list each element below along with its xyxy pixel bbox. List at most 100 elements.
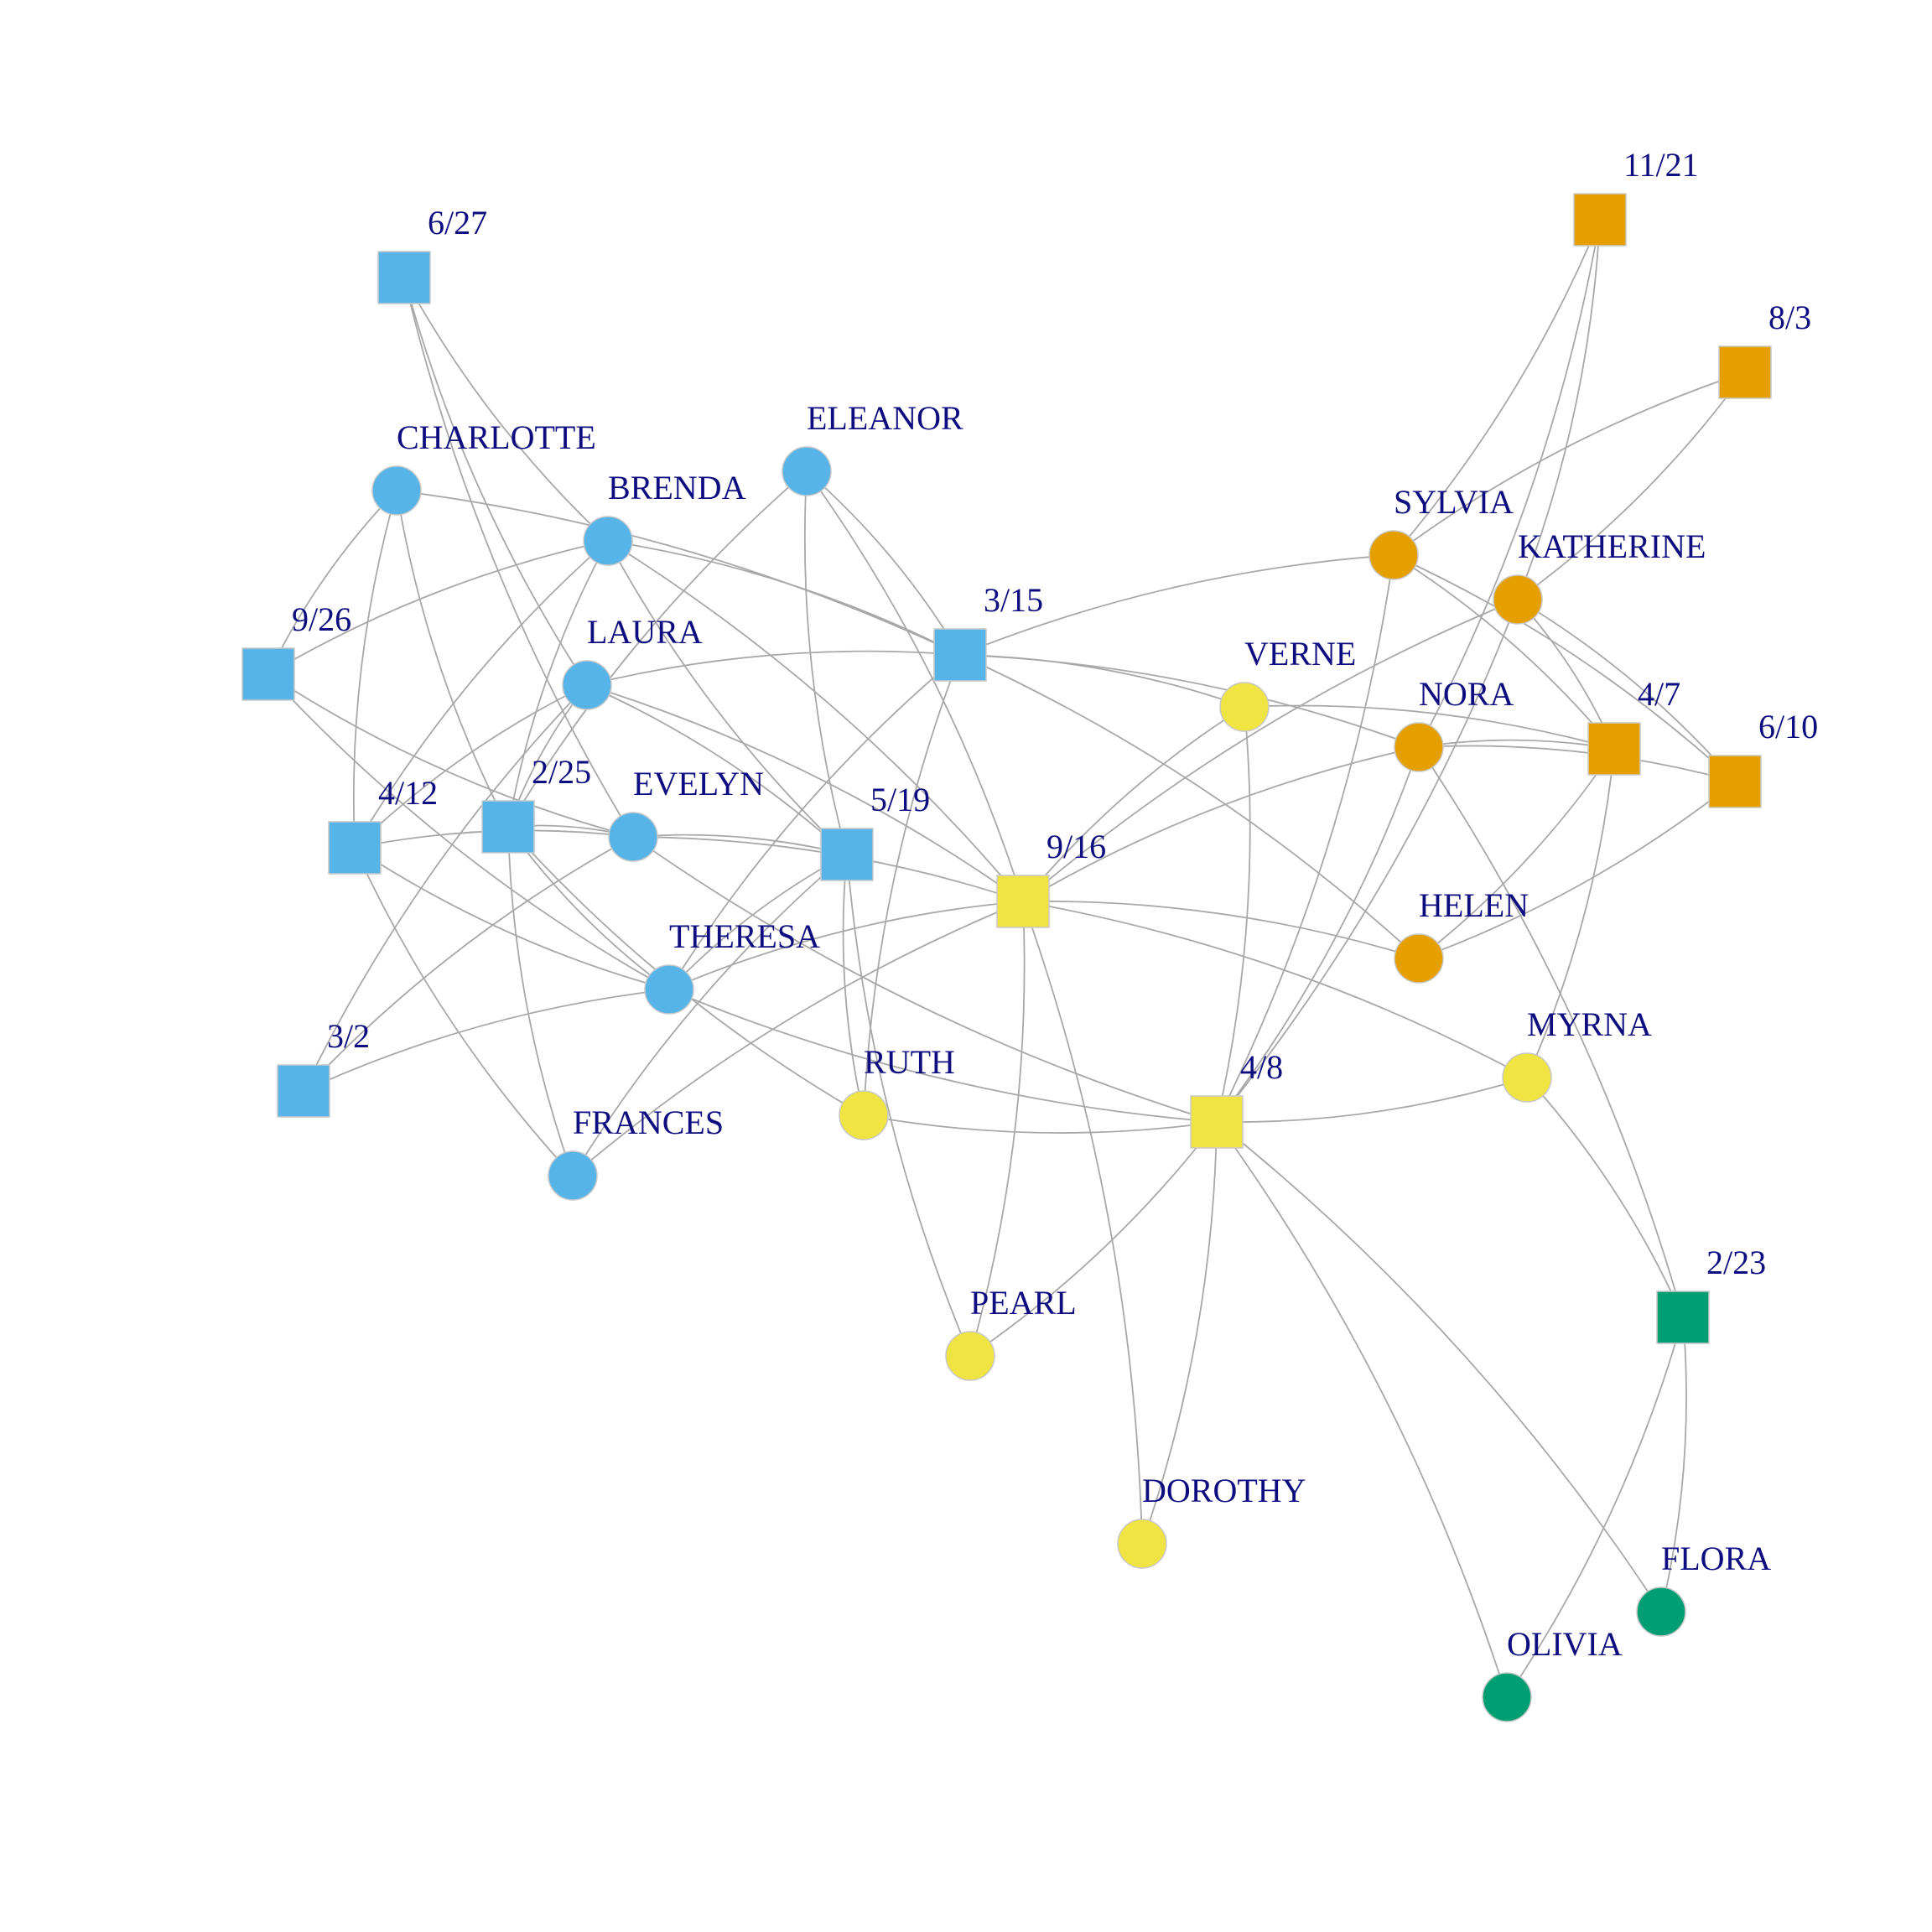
person-node-flora (1636, 1587, 1686, 1637)
edge-frances-to-4-12 (354, 847, 574, 1176)
person-node-dorothy (1117, 1519, 1167, 1569)
person-node-theresa (644, 964, 694, 1015)
edge-ruth-to-4-8 (863, 1114, 1218, 1134)
event-node-9-26 (242, 647, 295, 701)
person-node-frances (548, 1150, 598, 1201)
edge-laura-to-3-15 (586, 650, 961, 686)
event-node-5-19 (820, 828, 874, 881)
node-label-3-2: 3/2 (327, 1017, 370, 1055)
edge-brenda-to-9-16 (607, 540, 1024, 902)
edge-helen-to-6-10 (1418, 781, 1736, 959)
edge-myrna-to-4-8 (1216, 1077, 1528, 1124)
person-node-brenda (583, 516, 633, 566)
edge-theresa-to-9-26 (267, 673, 670, 990)
edge-evelyn-to-6-27 (403, 277, 634, 838)
node-label-katherine: KATHERINE (1518, 527, 1706, 565)
node-label-ruth: RUTH (864, 1043, 955, 1081)
edge-verne-to-9-16 (1022, 706, 1245, 902)
node-label-11-21: 11/21 (1623, 146, 1699, 184)
edge-evelyn-to-4-8 (632, 836, 1218, 1123)
edge-verne-to-4-8 (1216, 706, 1251, 1123)
node-label-9-16: 9/16 (1046, 828, 1106, 865)
node-layer (242, 193, 1772, 1722)
edge-nora-to-9-16 (1022, 746, 1420, 902)
person-node-evelyn (608, 812, 658, 862)
edge-nora-to-3-15 (959, 654, 1420, 748)
edge-frances-to-9-16 (572, 901, 1024, 1176)
edge-flora-to-4-8 (1216, 1121, 1662, 1613)
edge-laura-to-6-27 (403, 277, 588, 686)
edge-nora-to-6-10 (1418, 745, 1736, 782)
edge-brenda-to-5-19 (607, 540, 848, 855)
edge-olivia-to-2-23 (1506, 1317, 1684, 1698)
edge-helen-to-4-7 (1418, 748, 1615, 959)
edge-helen-to-3-15 (959, 654, 1420, 959)
node-label-laura: LAURA (587, 613, 703, 651)
edge-nora-to-4-8 (1216, 746, 1420, 1123)
edge-laura-to-9-16 (586, 684, 1024, 902)
event-node-4-12 (328, 821, 382, 875)
node-label-frances: FRANCES (573, 1104, 724, 1141)
edge-nora-to-2-23 (1418, 746, 1684, 1318)
node-label-myrna: MYRNA (1527, 1005, 1652, 1043)
event-node-6-10 (1708, 755, 1762, 808)
event-node-4-7 (1587, 722, 1641, 776)
edge-ruth-to-5-19 (842, 854, 865, 1116)
event-node-4-8 (1190, 1095, 1244, 1149)
node-label-4-7: 4/7 (1638, 675, 1680, 713)
node-label-nora: NORA (1419, 675, 1514, 713)
edge-eleanor-to-2-25 (507, 470, 808, 828)
edge-brenda-to-9-26 (267, 540, 609, 675)
person-node-helen (1394, 933, 1444, 984)
edge-charlotte-to-3-15 (396, 490, 961, 656)
person-node-charlotte (371, 465, 422, 516)
edge-charlotte-to-2-25 (396, 490, 509, 828)
edge-dorothy-to-4-8 (1141, 1121, 1218, 1545)
node-label-9-26: 9/26 (292, 600, 351, 638)
edge-katherine-to-8-3 (1517, 371, 1746, 600)
edge-myrna-to-2-23 (1526, 1077, 1684, 1318)
edge-olivia-to-4-8 (1216, 1121, 1508, 1698)
edge-pearl-to-5-19 (846, 854, 971, 1357)
edge-sylvia-to-11-21 (1393, 219, 1601, 556)
person-node-laura (562, 660, 612, 710)
node-label-2-25: 2/25 (532, 753, 591, 791)
event-node-2-25 (481, 800, 535, 854)
edge-sylvia-to-8-3 (1393, 371, 1746, 556)
edge-verne-to-4-7 (1244, 704, 1615, 750)
node-label-4-8: 4/8 (1240, 1048, 1283, 1086)
person-node-nora (1394, 722, 1444, 772)
event-node-11-21 (1573, 193, 1627, 247)
node-label-2-23: 2/23 (1706, 1244, 1766, 1281)
edge-eleanor-to-3-15 (806, 470, 961, 656)
edge-pearl-to-4-8 (969, 1121, 1218, 1357)
edge-verne-to-3-15 (959, 654, 1245, 708)
edge-frances-to-2-25 (507, 826, 574, 1176)
edge-flora-to-2-23 (1660, 1317, 1687, 1613)
person-node-katherine (1493, 574, 1543, 625)
edge-laura-to-5-19 (586, 684, 848, 855)
node-label-helen: HELEN (1419, 886, 1529, 924)
node-label-4-12: 4/12 (378, 774, 438, 812)
edge-charlotte-to-4-12 (352, 490, 397, 849)
person-node-ruth (839, 1090, 889, 1140)
node-label-3-15: 3/15 (984, 581, 1043, 619)
node-label-charlotte: CHARLOTTE (397, 418, 596, 456)
event-node-3-2 (277, 1064, 330, 1118)
edge-sylvia-to-3-15 (959, 554, 1394, 656)
edge-dorothy-to-9-16 (1022, 901, 1143, 1545)
node-label-brenda: BRENDA (608, 469, 746, 506)
node-label-8-3: 8/3 (1768, 299, 1811, 336)
person-node-eleanor (782, 446, 832, 496)
edge-brenda-to-2-25 (507, 540, 609, 828)
edge-nora-to-11-21 (1418, 219, 1601, 748)
edge-laura-to-3-2 (303, 684, 588, 1092)
edge-katherine-to-6-10 (1517, 599, 1736, 782)
edge-laura-to-4-12 (354, 684, 588, 849)
edge-helen-to-9-16 (1022, 900, 1420, 959)
edge-katherine-to-4-8 (1216, 599, 1519, 1123)
edge-eleanor-to-9-16 (806, 470, 1024, 902)
event-node-3-15 (933, 628, 987, 682)
node-label-6-10: 6/10 (1758, 708, 1818, 745)
